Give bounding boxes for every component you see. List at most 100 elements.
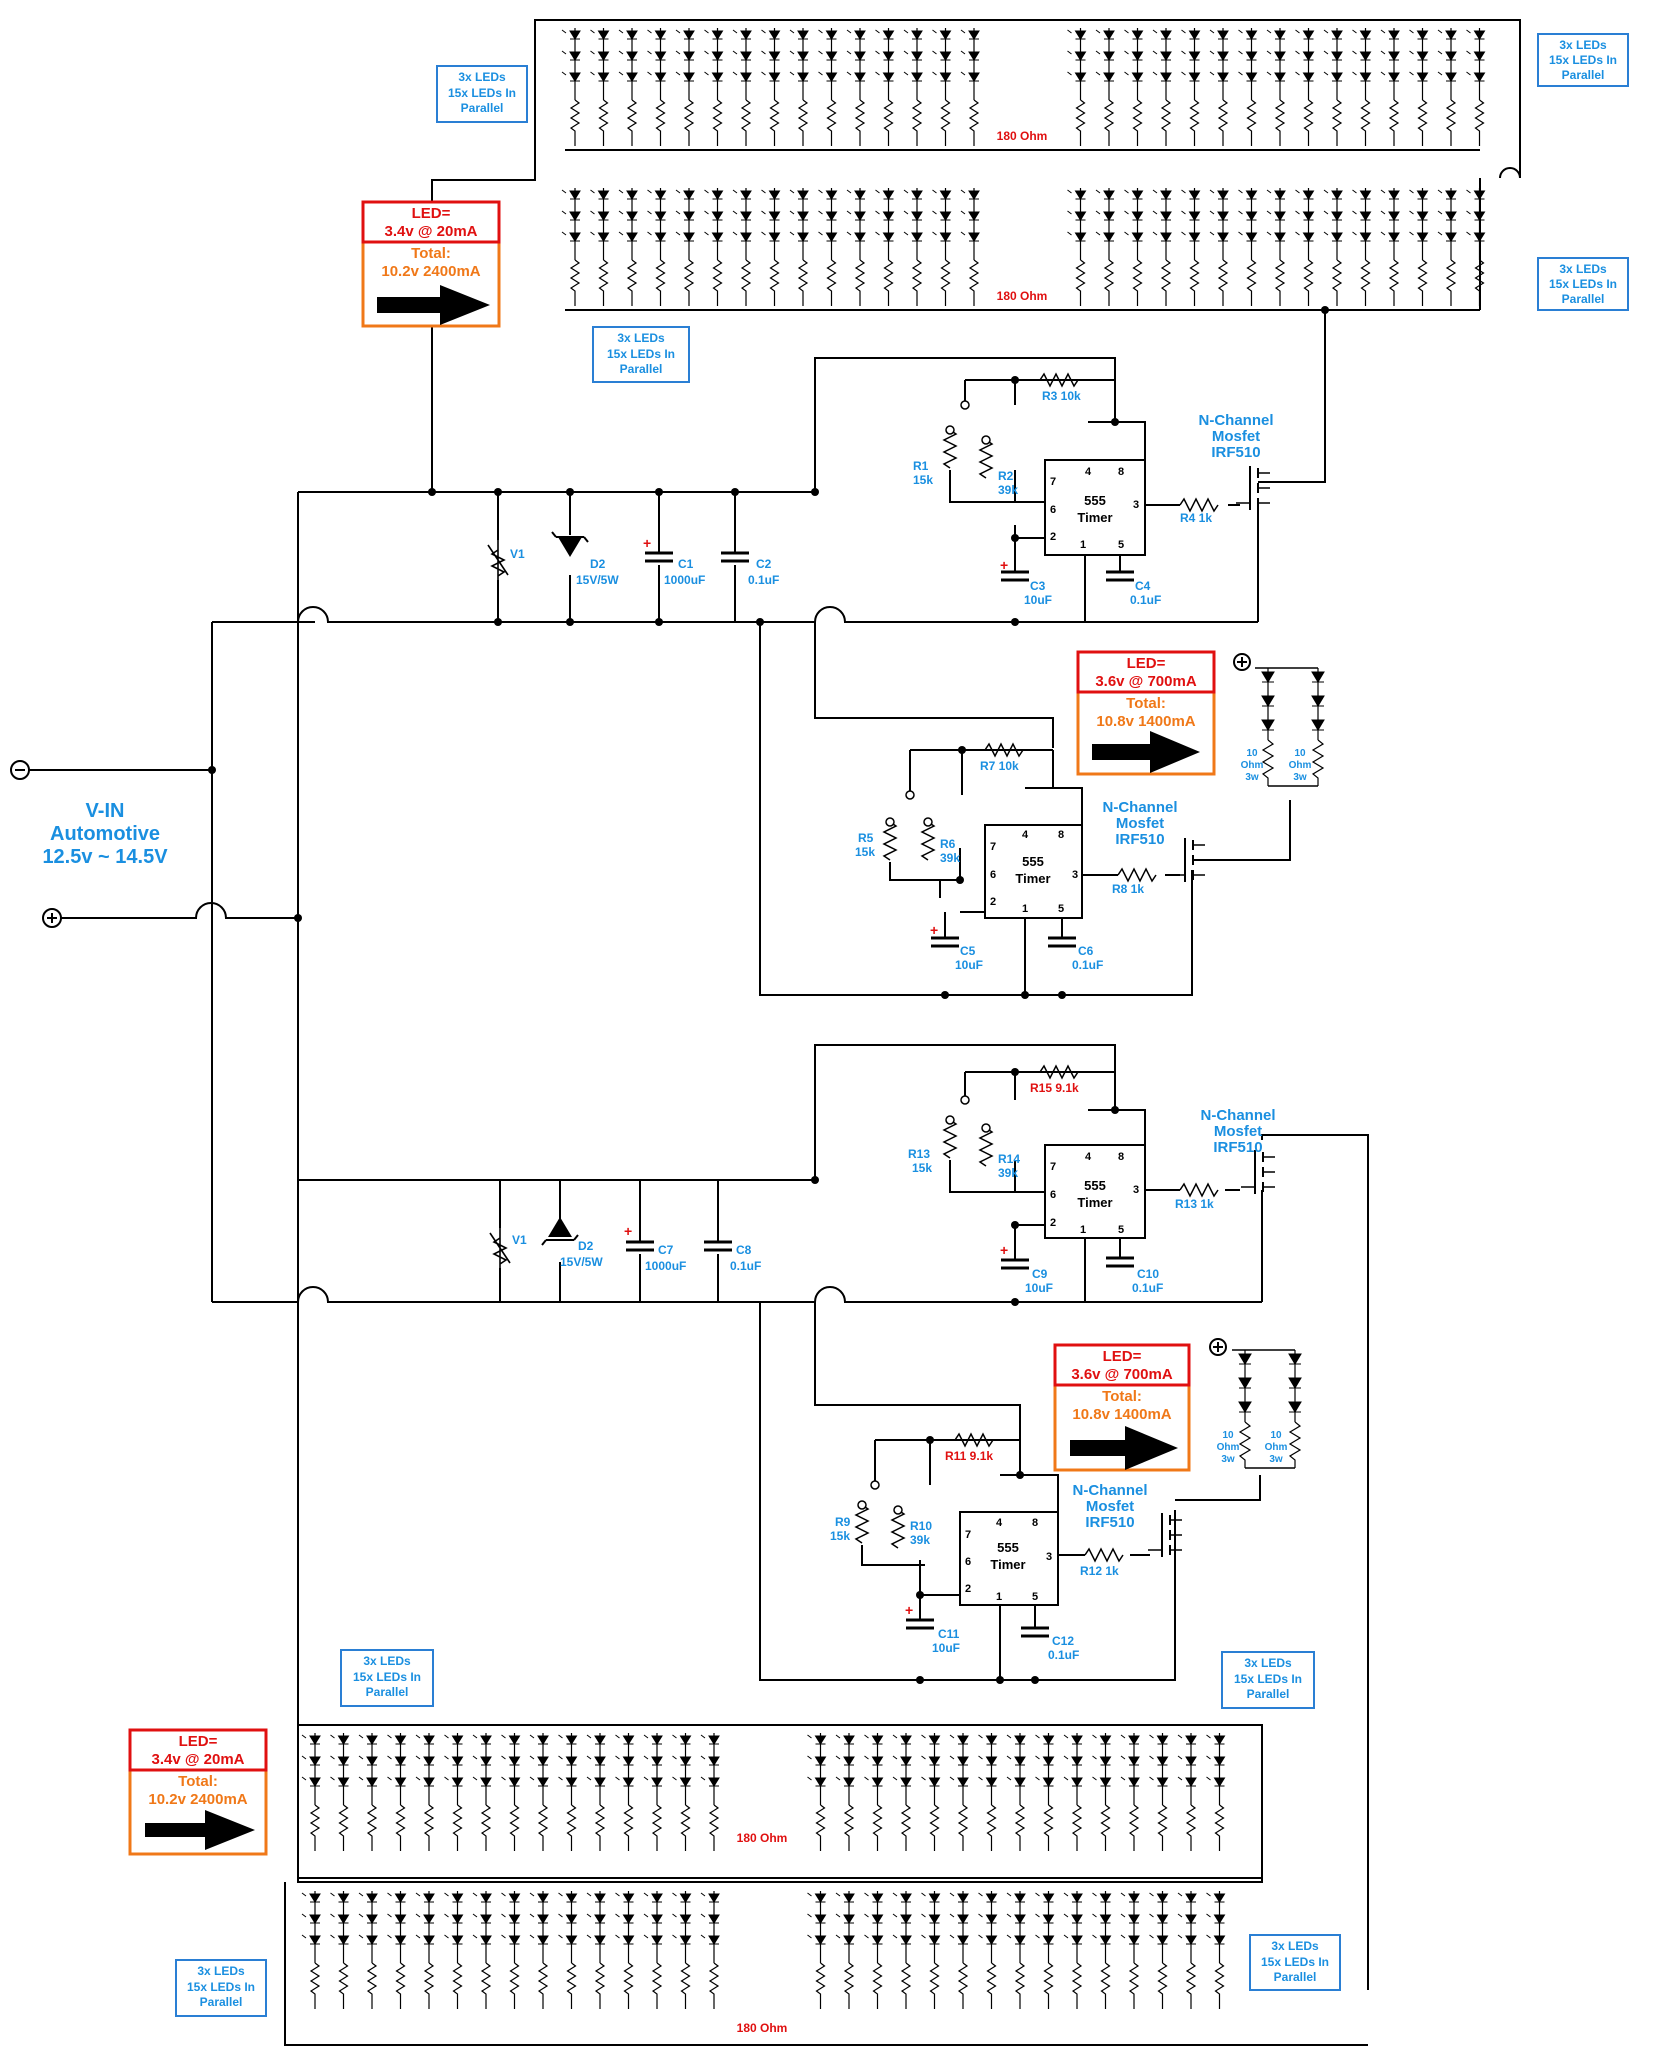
svg-text:N-Channel: N-Channel	[1103, 799, 1178, 816]
led-string	[1323, 27, 1343, 147]
led-string	[817, 187, 838, 307]
led-string	[529, 1890, 549, 2010]
svg-text:3: 3	[1133, 499, 1139, 511]
svg-text:Mosfet: Mosfet	[1212, 428, 1260, 445]
led-string	[806, 1890, 827, 2010]
svg-text:Automotive: Automotive	[50, 823, 160, 845]
led-string	[863, 1890, 884, 2010]
led-string	[1294, 187, 1315, 307]
svg-text:5: 5	[1118, 1224, 1124, 1236]
svg-text:R13 1k: R13 1k	[1175, 1197, 1214, 1211]
led-string	[589, 27, 610, 147]
svg-text:4: 4	[1085, 466, 1092, 478]
right-arrow-icon	[377, 285, 490, 325]
svg-text:3: 3	[1046, 1551, 1052, 1563]
svg-text:0.1uF: 0.1uF	[1048, 1648, 1079, 1662]
svg-text:3: 3	[1072, 869, 1078, 881]
led-string	[358, 1890, 378, 2010]
supply-top-labels: V1 D2 15V/5W C1 1000uF C2 0.1uF +	[510, 535, 779, 587]
svg-text:R5: R5	[858, 831, 874, 845]
svg-text:R12 1k: R12 1k	[1080, 1564, 1119, 1578]
led-string	[700, 1732, 720, 1852]
led-string	[1095, 27, 1115, 147]
svg-text:C12: C12	[1052, 1634, 1074, 1648]
svg-text:1: 1	[1080, 1224, 1086, 1236]
led-string	[557, 1890, 578, 2010]
svg-text:10: 10	[1246, 748, 1258, 759]
svg-text:D2: D2	[578, 1239, 594, 1253]
svg-text:N-Channel: N-Channel	[1073, 1482, 1148, 1499]
svg-text:C1: C1	[678, 557, 694, 571]
svg-text:2: 2	[1050, 1217, 1056, 1229]
timer-ic-c: 555 Timer 4 8 7 6 2 1 5 3	[1050, 1151, 1139, 1236]
svg-text:3w: 3w	[1293, 772, 1307, 783]
svg-text:Total:10.2v 2400mA: Total:10.2v 2400mA	[381, 245, 480, 280]
svg-text:Mosfet: Mosfet	[1086, 1498, 1134, 1515]
led-string	[500, 1732, 521, 1852]
svg-text:3: 3	[1133, 1184, 1139, 1196]
svg-text:7: 7	[990, 841, 996, 853]
svg-text:+: +	[643, 535, 651, 551]
svg-text:555: 555	[1084, 1178, 1106, 1193]
led-string	[1465, 187, 1486, 307]
svg-text:R2: R2	[998, 469, 1014, 483]
svg-text:R13: R13	[908, 1147, 930, 1161]
svg-text:1000uF: 1000uF	[645, 1259, 686, 1273]
svg-text:V-IN: V-IN	[86, 800, 125, 822]
led-string	[1006, 1890, 1026, 2010]
led-string	[589, 187, 610, 307]
svg-text:R6: R6	[940, 837, 956, 851]
led-string	[835, 1732, 855, 1852]
svg-text:39k: 39k	[998, 1166, 1018, 1180]
svg-text:Ohm: Ohm	[1217, 1442, 1240, 1453]
svg-text:IRF510: IRF510	[1115, 831, 1164, 848]
svg-text:D2: D2	[590, 557, 606, 571]
led-string	[1177, 1890, 1197, 2010]
zener-diode-symbol	[548, 1217, 572, 1237]
led-string	[903, 27, 923, 147]
svg-text:C2: C2	[756, 557, 772, 571]
svg-text:180 Ohm: 180 Ohm	[997, 129, 1048, 143]
led-string	[1180, 187, 1201, 307]
led-string	[1380, 187, 1400, 307]
svg-text:8: 8	[1118, 466, 1124, 478]
svg-text:R11 9.1k: R11 9.1k	[945, 1449, 993, 1463]
svg-text:V1: V1	[510, 547, 525, 561]
svg-text:LED=3.4v @ 20mA: LED=3.4v @ 20mA	[384, 205, 477, 240]
led-string	[1063, 1890, 1083, 2010]
svg-text:4: 4	[1022, 829, 1029, 841]
timer-ic-d: 555 Timer 4 8 7 6 2 1 5 3	[965, 1517, 1052, 1603]
led-string	[386, 1732, 407, 1852]
supply-bottom-labels: V1 D2 15V/5W C7 1000uF C8 0.1uF +	[512, 1223, 761, 1273]
svg-text:3w: 3w	[1221, 1454, 1235, 1465]
svg-text:Total:10.8v 1400mA: Total:10.8v 1400mA	[1072, 1388, 1171, 1423]
led-string	[732, 187, 752, 307]
led-string	[1266, 187, 1286, 307]
led-string	[1034, 1732, 1055, 1852]
spec-box-small-led-bottom: LED=3.4v @ 20mA Total:10.2v 2400mA	[128, 1728, 268, 1856]
svg-text:N-Channel: N-Channel	[1199, 412, 1274, 429]
led-string	[500, 1890, 521, 2010]
input-label: V-IN Automotive 12.5v ~ 14.5V	[42, 800, 168, 868]
svg-text:10: 10	[1270, 1430, 1282, 1441]
svg-text:7: 7	[965, 1529, 971, 1541]
svg-text:R4 1k: R4 1k	[1180, 511, 1212, 525]
svg-text:2: 2	[965, 1583, 971, 1595]
svg-text:10: 10	[1294, 748, 1306, 759]
svg-text:10uF: 10uF	[1024, 593, 1052, 607]
svg-text:N-Channel: N-Channel	[1201, 1107, 1276, 1124]
svg-text:Timer: Timer	[990, 1557, 1025, 1572]
led-string	[1237, 27, 1258, 147]
led-string	[960, 27, 980, 147]
svg-text:Ohm: Ohm	[1265, 1442, 1288, 1453]
svg-text:8: 8	[1058, 829, 1064, 841]
led-string	[671, 1890, 692, 2010]
led-matrix-bottom-2	[301, 1890, 1226, 2010]
led-string	[1437, 187, 1457, 307]
